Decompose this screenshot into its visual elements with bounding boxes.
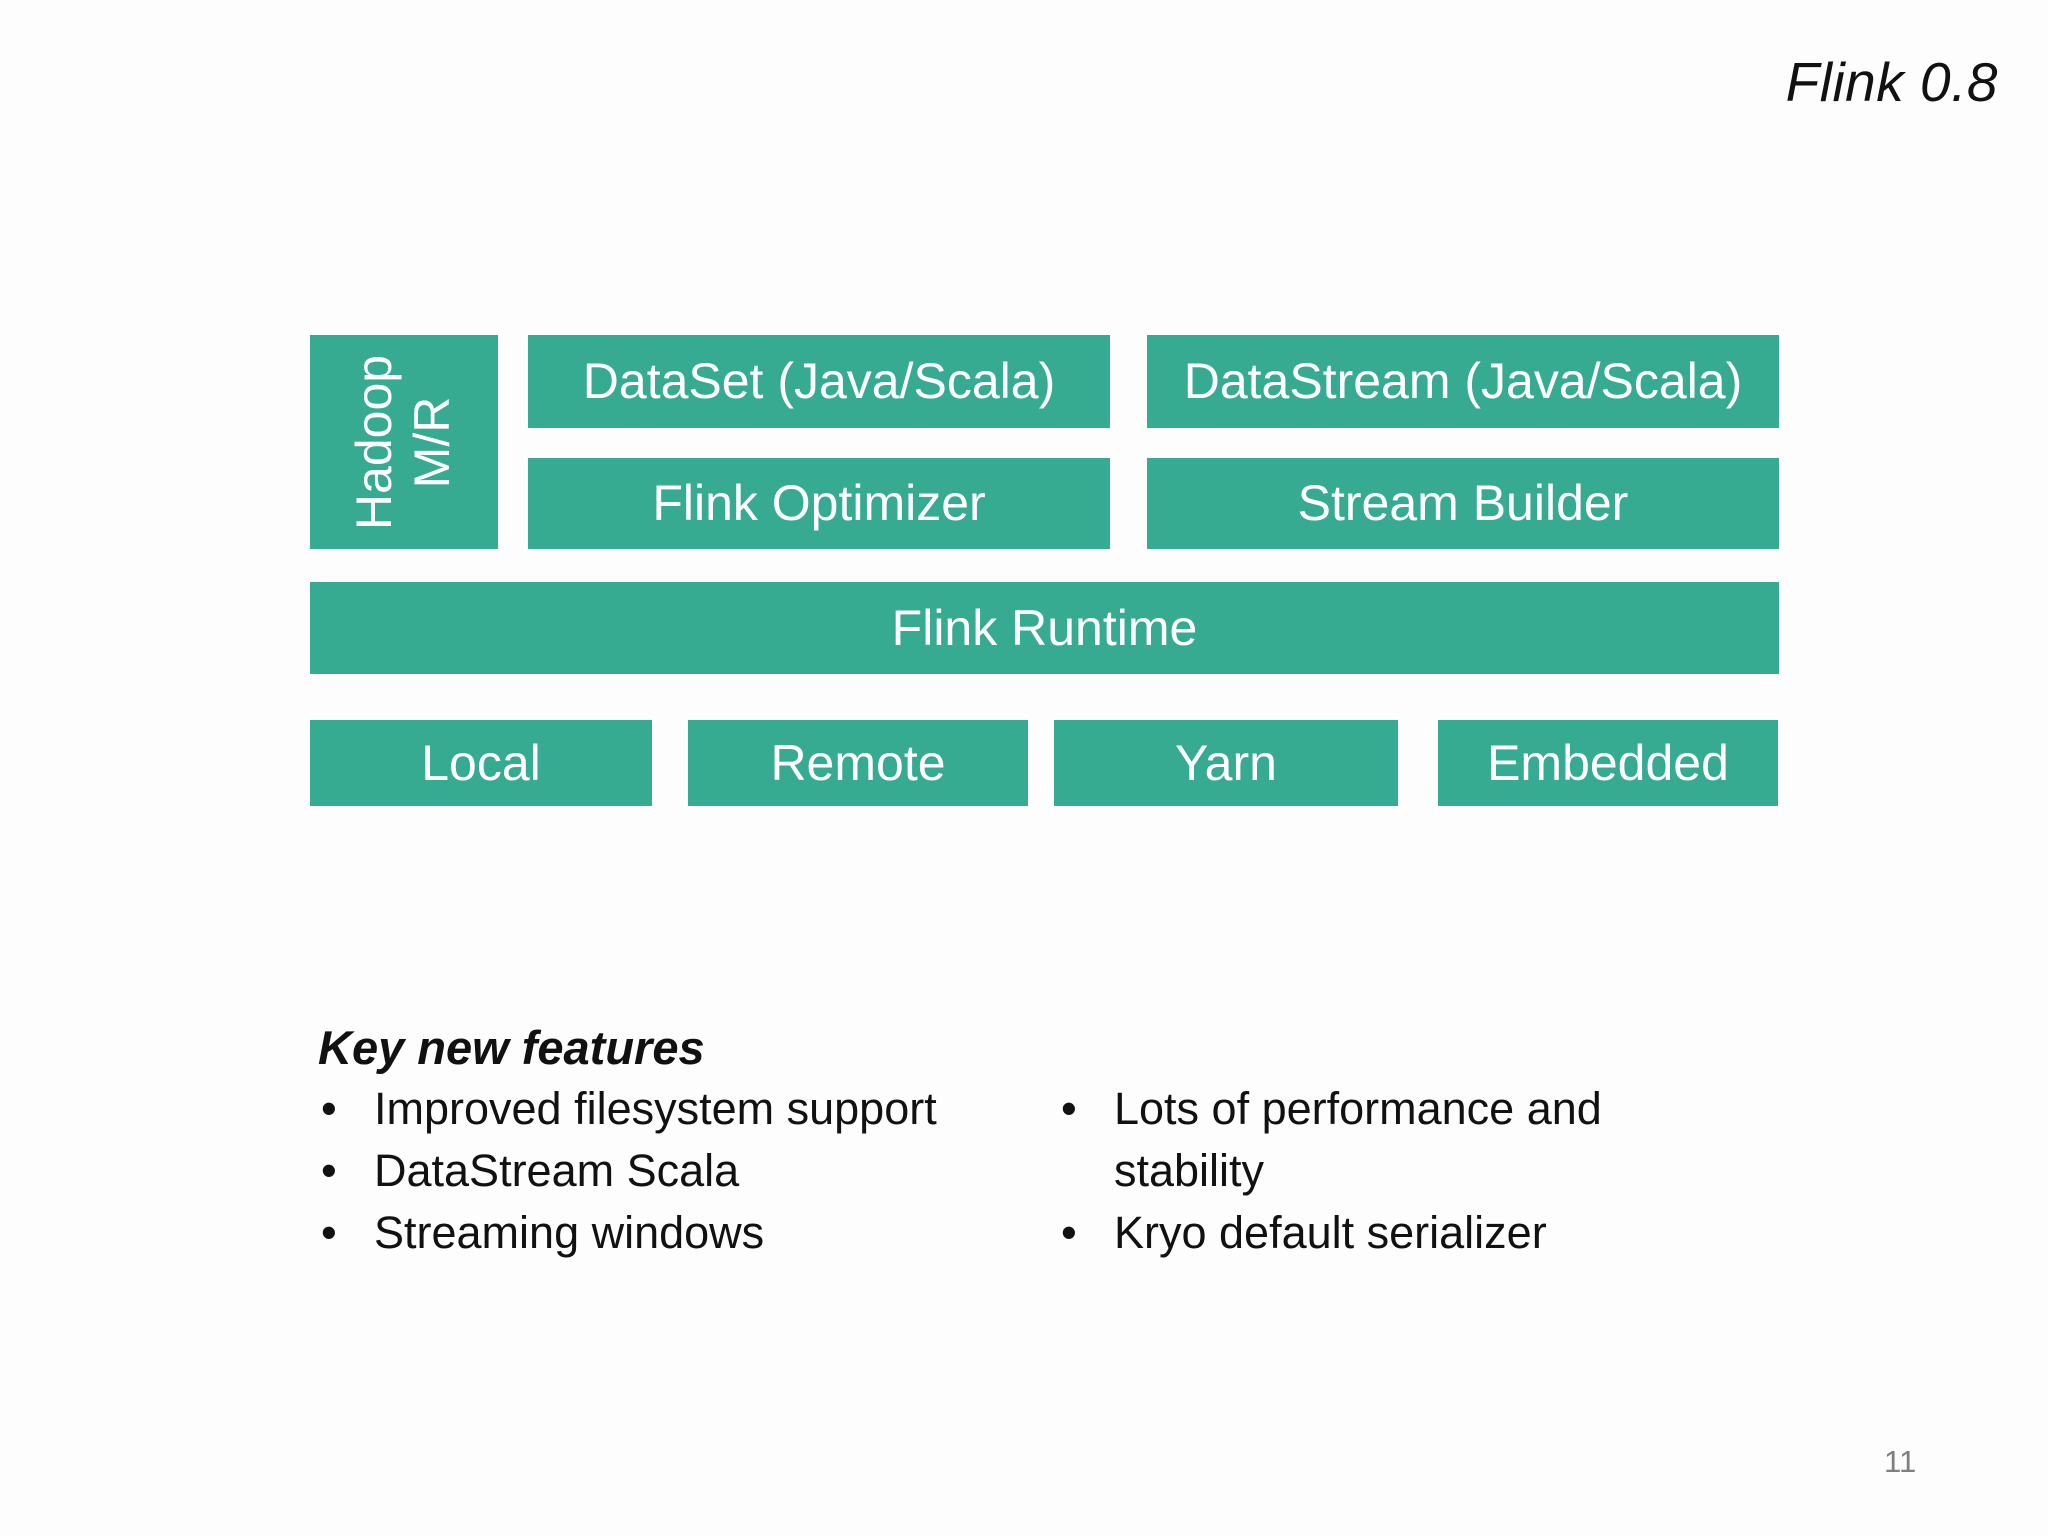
local-deploy-box: Local (310, 720, 652, 806)
features-list-right: • Lots of performance and stability • Kr… (1058, 1078, 1698, 1264)
page-number: 11 (1884, 1444, 1917, 1479)
bullet-icon: • (321, 1083, 337, 1134)
slide-title: Flink 0.8 (1785, 51, 1998, 113)
bullet-icon: • (1061, 1083, 1077, 1134)
features-list-left: • Improved filesystem support • DataStre… (318, 1078, 1088, 1264)
list-item: • Kryo default serializer (1058, 1202, 1698, 1264)
list-item: • DataStream Scala (318, 1140, 1088, 1202)
hadoop-mr-label: Hadoop M/R (347, 354, 462, 529)
feature-text: DataStream Scala (374, 1145, 740, 1196)
flink-architecture-diagram: Hadoop M/R DataSet (Java/Scala) DataStre… (310, 335, 1779, 806)
yarn-deploy-box: Yarn (1054, 720, 1398, 806)
dataset-api-box: DataSet (Java/Scala) (528, 335, 1110, 428)
remote-deploy-box: Remote (688, 720, 1028, 806)
list-item: • Streaming windows (318, 1202, 1088, 1264)
bullet-icon: • (1061, 1207, 1077, 1258)
embedded-deploy-box: Embedded (1438, 720, 1778, 806)
stream-builder-box: Stream Builder (1147, 458, 1779, 549)
features-heading: Key new features (318, 1021, 705, 1074)
hadoop-mr-label-line1: Hadoop (346, 354, 403, 530)
feature-text: Lots of performance and stability (1114, 1083, 1602, 1196)
feature-text: Kryo default serializer (1114, 1207, 1547, 1258)
list-item: • Improved filesystem support (318, 1078, 1088, 1140)
hadoop-mr-label-line2: M/R (404, 396, 460, 488)
hadoop-mr-box: Hadoop M/R (310, 335, 498, 549)
bullet-icon: • (321, 1207, 337, 1258)
datastream-api-box: DataStream (Java/Scala) (1147, 335, 1779, 428)
bullet-icon: • (321, 1145, 337, 1196)
list-item: • Lots of performance and stability (1058, 1078, 1698, 1202)
feature-text: Improved filesystem support (374, 1083, 937, 1134)
flink-runtime-box: Flink Runtime (310, 582, 1779, 674)
feature-text: Streaming windows (374, 1207, 765, 1258)
flink-optimizer-box: Flink Optimizer (528, 458, 1110, 549)
